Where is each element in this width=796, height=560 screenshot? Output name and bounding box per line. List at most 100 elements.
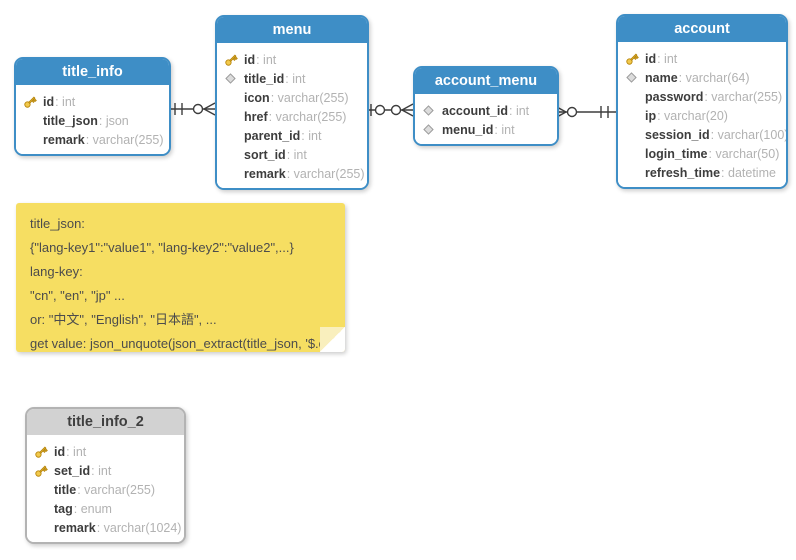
note-line: {"lang-key1":"value1", "lang-key2":"valu… [30, 240, 294, 255]
index-diamond-icon [423, 124, 434, 135]
field-name: remark [54, 520, 96, 535]
field-type: : int [55, 94, 76, 109]
cardinality-zero-circle [374, 104, 386, 116]
diamond-icon-slot [625, 71, 645, 84]
field-type: : varchar(100) [710, 127, 788, 142]
field-row-menu_id[interactable]: menu_id: int [415, 120, 553, 139]
crows-foot-prong [203, 102, 216, 110]
table-header[interactable]: menu [217, 17, 367, 45]
relation-account_menu-account[interactable] [554, 105, 616, 119]
field-type: : int [657, 51, 678, 66]
field-name: remark [244, 166, 286, 181]
note-line: get value: json_unquote(json_extract(tit… [30, 336, 340, 351]
field-row-title_id[interactable]: title_id: int [217, 69, 363, 88]
field-row-refresh_time[interactable]: refresh_time: datetime [618, 163, 782, 182]
cardinality-zero-circle [390, 104, 402, 116]
table-header[interactable]: account [618, 16, 786, 44]
field-row-title[interactable]: title: varchar(255) [27, 480, 180, 499]
primary-key-icon [35, 446, 48, 458]
field-type: : varchar(1024) [96, 520, 182, 535]
note-line: title_json: [30, 216, 85, 231]
field-row-parent_id[interactable]: parent_id: int [217, 126, 363, 145]
relation-title_info-menu[interactable] [167, 102, 216, 116]
field-row-icon[interactable]: icon: varchar(255) [217, 88, 363, 107]
field-name: refresh_time [645, 165, 721, 180]
primary-key-icon [626, 53, 639, 65]
note-line: "cn", "en", "jp" ... [30, 288, 125, 303]
sticky-note[interactable]: title_json: {"lang-key1":"value1", "lang-… [16, 203, 345, 352]
field-row-remark[interactable]: remark: varchar(1024) [27, 518, 182, 537]
field-type: : int [256, 52, 277, 67]
note-text: title_json: {"lang-key1":"value1", "lang-… [16, 203, 345, 353]
table-header[interactable]: account_menu [415, 68, 557, 96]
table-header[interactable]: title_info_2 [27, 409, 184, 437]
field-row-remark[interactable]: remark: varchar(255) [217, 164, 365, 183]
table-header[interactable]: title_info [16, 59, 169, 87]
field-type: : int [66, 444, 87, 459]
field-name: name [645, 70, 678, 85]
field-type: : varchar(50) [708, 146, 780, 161]
field-type: : json [98, 113, 129, 128]
field-row-login_time[interactable]: login_time: varchar(50) [618, 144, 782, 163]
field-row-tag[interactable]: tag: enum [27, 499, 180, 518]
field-name: password [645, 89, 704, 104]
field-name: login_time [645, 146, 708, 161]
key-icon-slot [34, 464, 54, 478]
field-row-password[interactable]: password: varchar(255) [618, 87, 782, 106]
field-row-href[interactable]: href: varchar(255) [217, 107, 363, 126]
field-type: : int [301, 128, 322, 143]
note-line: or: "中文", "English", "日本語", ... [30, 312, 217, 327]
field-name: title_json [43, 113, 98, 128]
field-row-id[interactable]: id: int [16, 92, 165, 111]
field-row-ip[interactable]: ip: varchar(20) [618, 106, 782, 125]
relation-menu-account_menu[interactable] [365, 103, 414, 117]
field-row-set_id[interactable]: set_id: int [27, 461, 180, 480]
primary-key-icon [24, 96, 37, 108]
crows-foot-prong [203, 108, 216, 116]
field-name: account_id [442, 103, 508, 118]
field-name: menu_id [442, 122, 494, 137]
field-name: id [645, 51, 657, 66]
field-row-sort_id[interactable]: sort_id: int [217, 145, 363, 164]
field-row-id[interactable]: id: int [27, 442, 180, 461]
field-name: ip [645, 108, 657, 123]
crows-foot-prong [401, 103, 414, 111]
field-name: title_id [244, 71, 285, 86]
field-row-id[interactable]: id: int [217, 50, 363, 69]
field-type: : int [286, 147, 307, 162]
field-type: : varchar(255) [286, 166, 365, 181]
field-name: id [43, 94, 55, 109]
field-row-title_json[interactable]: title_json: json [16, 111, 165, 130]
field-name: id [244, 52, 256, 67]
field-type: : varchar(255) [77, 482, 156, 497]
cardinality-zero-circle [192, 103, 204, 115]
field-name: remark [43, 132, 85, 147]
field-type: : int [91, 463, 112, 478]
field-name: set_id [54, 463, 91, 478]
field-type: : int [509, 103, 530, 118]
field-row-account_id[interactable]: account_id: int [415, 101, 553, 120]
field-row-session_id[interactable]: session_id: varchar(100) [618, 125, 786, 144]
key-icon-slot [23, 95, 43, 109]
field-name: icon [244, 90, 270, 105]
field-type: : varchar(255) [270, 90, 349, 105]
field-row-name[interactable]: name: varchar(64) [618, 68, 782, 87]
field-row-id[interactable]: id: int [618, 49, 782, 68]
field-type: : varchar(255) [268, 109, 347, 124]
field-row-remark[interactable]: remark: varchar(255) [16, 130, 165, 149]
field-type: : datetime [721, 165, 776, 180]
diamond-icon-slot [224, 72, 244, 85]
field-type: : varchar(20) [657, 108, 728, 123]
field-name: parent_id [244, 128, 301, 143]
field-name: href [244, 109, 268, 124]
